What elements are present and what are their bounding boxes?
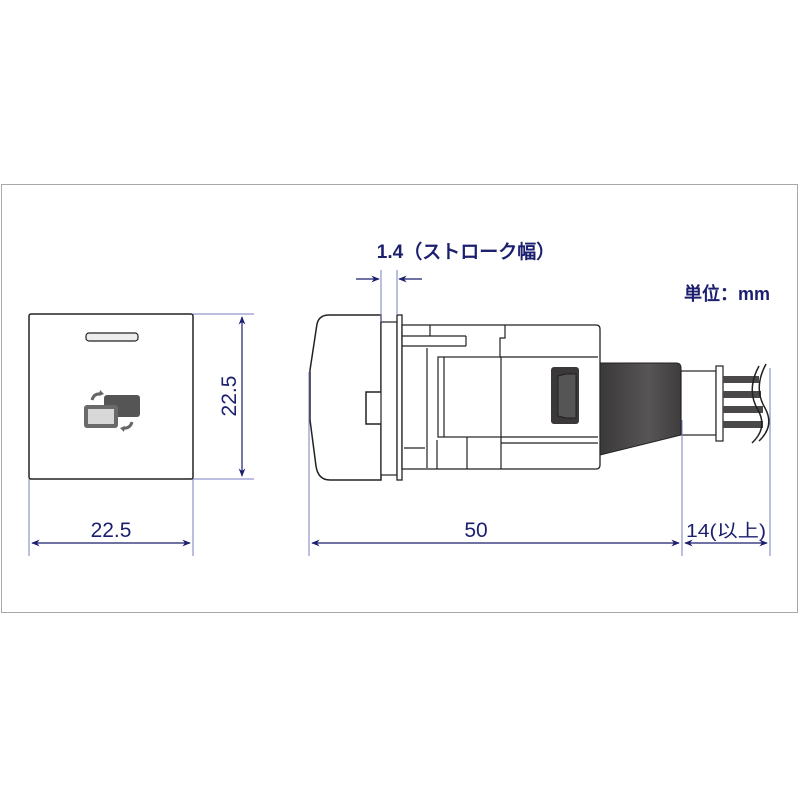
mounting-flange xyxy=(396,314,403,481)
indicator-slot xyxy=(85,332,139,342)
front-height-label: 22.5 xyxy=(218,376,241,417)
stroke-width-label: 1.4（ストローク幅） xyxy=(377,240,555,263)
connector-body xyxy=(599,362,682,456)
unit-label: 単位：mm xyxy=(684,283,770,304)
wire-bundle xyxy=(723,363,770,444)
switch-cap xyxy=(309,314,382,481)
swap-screens-icon xyxy=(84,390,140,432)
overall-length-label: 50 xyxy=(464,519,487,542)
front-width-label: 22.5 xyxy=(91,519,132,542)
side-view xyxy=(308,270,771,556)
front-view xyxy=(28,313,254,556)
cable-length-label: 14(以上) xyxy=(686,521,766,541)
connector-collar xyxy=(715,365,724,442)
